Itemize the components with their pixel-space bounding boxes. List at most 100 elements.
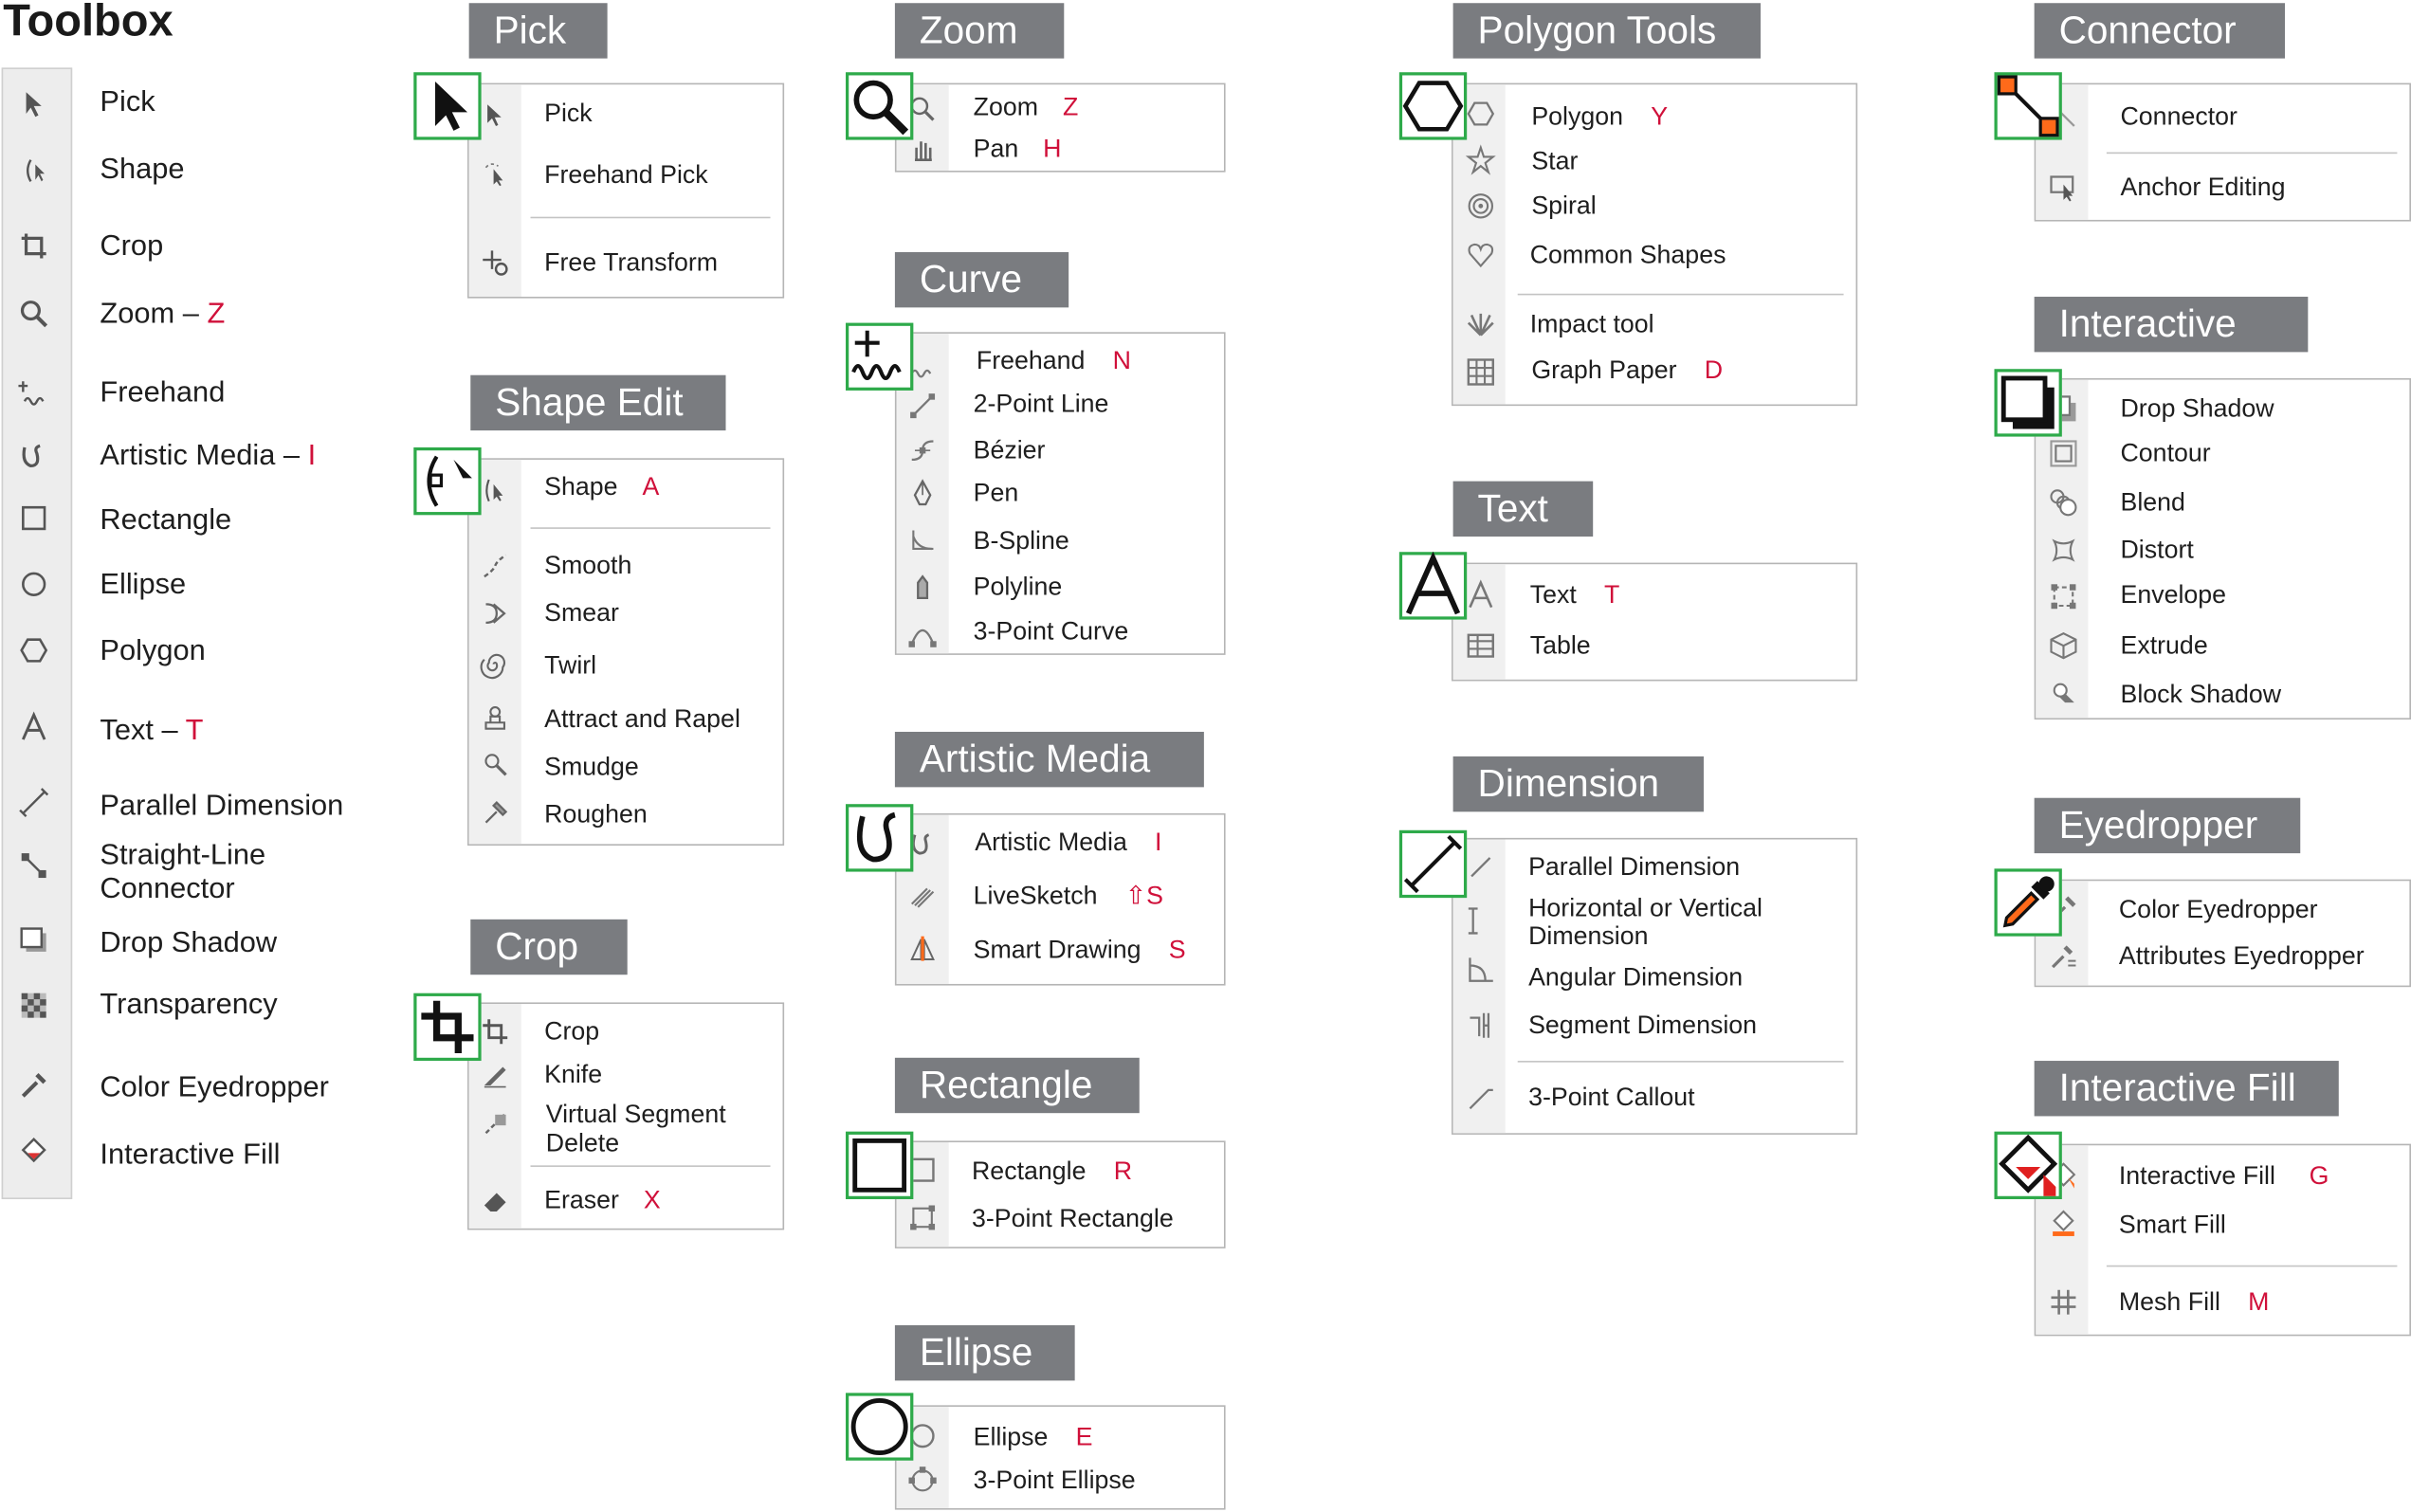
drop-shadow-icon[interactable]: [18, 925, 48, 956]
pick-tool-icon[interactable]: [482, 101, 509, 129]
3-point-curve-icon[interactable]: [908, 620, 937, 647]
ellipse-icon[interactable]: [18, 569, 48, 599]
3-point-rectangle-item-label[interactable]: 3-Point Rectangle: [971, 1205, 1174, 1233]
parallel-dimension-icon[interactable]: [1467, 853, 1494, 881]
color-eyedropper-item-label[interactable]: Color Eyedropper: [2118, 896, 2318, 924]
block-shadow-icon[interactable]: [2050, 681, 2077, 708]
distort-icon[interactable]: [2050, 537, 2077, 564]
roughen-item-label[interactable]: Roughen: [544, 800, 648, 829]
distort-item-label[interactable]: Distort: [2120, 537, 2194, 565]
segment-dimension-item-label[interactable]: Segment Dimension: [1528, 1011, 1758, 1040]
b-spline-item-label[interactable]: B-Spline: [973, 527, 1069, 556]
table-icon[interactable]: [1467, 632, 1494, 660]
table-item-label[interactable]: Table: [1529, 631, 1591, 660]
text-tool-icon[interactable]: [1467, 579, 1494, 609]
segment-dimension-icon[interactable]: [1467, 1011, 1494, 1039]
free-transform-item-label[interactable]: Free Transform: [544, 248, 719, 277]
block-shadow-item-label[interactable]: Block Shadow: [2120, 681, 2282, 709]
3-point-rectangle-icon[interactable]: [908, 1204, 936, 1231]
3-point-ellipse-icon[interactable]: [908, 1466, 937, 1494]
pick-item-label[interactable]: Pick: [544, 100, 593, 128]
envelope-icon[interactable]: [2050, 583, 2077, 610]
knife-icon[interactable]: [482, 1061, 509, 1088]
freehand-tool-icon[interactable]: [908, 351, 936, 378]
envelope-item-label[interactable]: Envelope: [2120, 581, 2227, 610]
zoom-icon[interactable]: [18, 299, 48, 329]
smooth-icon[interactable]: [482, 552, 509, 579]
smart-fill-item-label[interactable]: Smart Fill: [2118, 1211, 2226, 1240]
blend-item-label[interactable]: Blend: [2120, 488, 2185, 517]
freehand-pick-item-label[interactable]: Freehand Pick: [544, 161, 708, 190]
eyedropper-icon[interactable]: [18, 1070, 48, 1101]
contour-icon[interactable]: [2050, 440, 2077, 467]
shape-node-icon[interactable]: [18, 155, 48, 186]
transparency-icon[interactable]: [18, 990, 48, 1020]
3-point-callout-icon[interactable]: [1467, 1084, 1494, 1111]
free-transform-icon[interactable]: [482, 249, 509, 277]
star-icon[interactable]: [1465, 144, 1496, 175]
2-point-line-icon[interactable]: [908, 392, 936, 420]
twirl-item-label[interactable]: Twirl: [544, 651, 597, 680]
smear-item-label[interactable]: Smear: [544, 599, 619, 628]
star-item-label[interactable]: Star: [1531, 147, 1579, 175]
3-point-callout-item-label[interactable]: 3-Point Callout: [1528, 1084, 1695, 1112]
contour-item-label[interactable]: Contour: [2120, 439, 2211, 468]
impact-tool-item-label[interactable]: Impact tool: [1529, 310, 1654, 338]
smart-fill-icon[interactable]: [2050, 1210, 2077, 1237]
polygon-tool-icon[interactable]: [1467, 100, 1495, 127]
anchor-editing-item-label[interactable]: Anchor Editing: [2120, 173, 2286, 202]
mesh-fill-icon[interactable]: [2050, 1288, 2077, 1316]
heart-icon[interactable]: [1467, 242, 1494, 269]
dimension-icon[interactable]: [18, 787, 49, 818]
parallel-dimension-item-label[interactable]: Parallel Dimension: [1528, 853, 1741, 882]
attributes-eyedropper-icon[interactable]: [2050, 942, 2077, 970]
eraser-icon[interactable]: [482, 1187, 509, 1214]
polyline-icon[interactable]: [908, 574, 936, 601]
pan-hand-icon[interactable]: [908, 136, 936, 163]
pen-item-label[interactable]: Pen: [973, 480, 1019, 508]
extrude-item-label[interactable]: Extrude: [2120, 631, 2208, 660]
freehand-pick-icon[interactable]: [482, 160, 509, 188]
anchor-editing-icon[interactable]: [2050, 173, 2077, 202]
b-spline-icon[interactable]: [908, 527, 936, 555]
attributes-eyedropper-item-label[interactable]: Attributes Eyedropper: [2118, 942, 2365, 971]
crop-icon[interactable]: [18, 230, 48, 261]
roughen-icon[interactable]: [482, 799, 509, 827]
connector-item-label[interactable]: Connector: [2120, 102, 2237, 131]
common-shapes-item-label[interactable]: Common Shapes: [1529, 241, 1726, 269]
bezier-icon[interactable]: [908, 437, 936, 465]
shape-tool-icon[interactable]: [482, 477, 509, 504]
attract-rapel-item-label[interactable]: Attract and Rapel: [544, 705, 740, 734]
drop-shadow-item-label[interactable]: Drop Shadow: [2120, 394, 2274, 423]
angular-dimension-item-label[interactable]: Angular Dimension: [1528, 963, 1744, 993]
virtual-segment-delete-icon[interactable]: [482, 1110, 509, 1138]
smear-icon[interactable]: [482, 600, 509, 628]
polygon-icon[interactable]: [18, 635, 48, 665]
blend-icon[interactable]: [2050, 489, 2077, 517]
pen-icon[interactable]: [908, 479, 936, 507]
livesketch-item-label[interactable]: LiveSketch⇧S: [973, 882, 1164, 911]
connector-icon[interactable]: [18, 850, 48, 881]
crop-tool-icon[interactable]: [482, 1018, 509, 1046]
twirl-icon[interactable]: [480, 650, 509, 680]
rectangle-icon[interactable]: [18, 502, 48, 533]
spiral-item-label[interactable]: Spiral: [1531, 191, 1597, 220]
spiral-icon[interactable]: [1467, 192, 1494, 220]
angular-dimension-icon[interactable]: [1467, 956, 1494, 984]
crop-item-label[interactable]: Crop: [544, 1017, 600, 1046]
impact-tool-icon[interactable]: [1467, 311, 1494, 338]
interactive-fill-icon[interactable]: [18, 1137, 48, 1167]
